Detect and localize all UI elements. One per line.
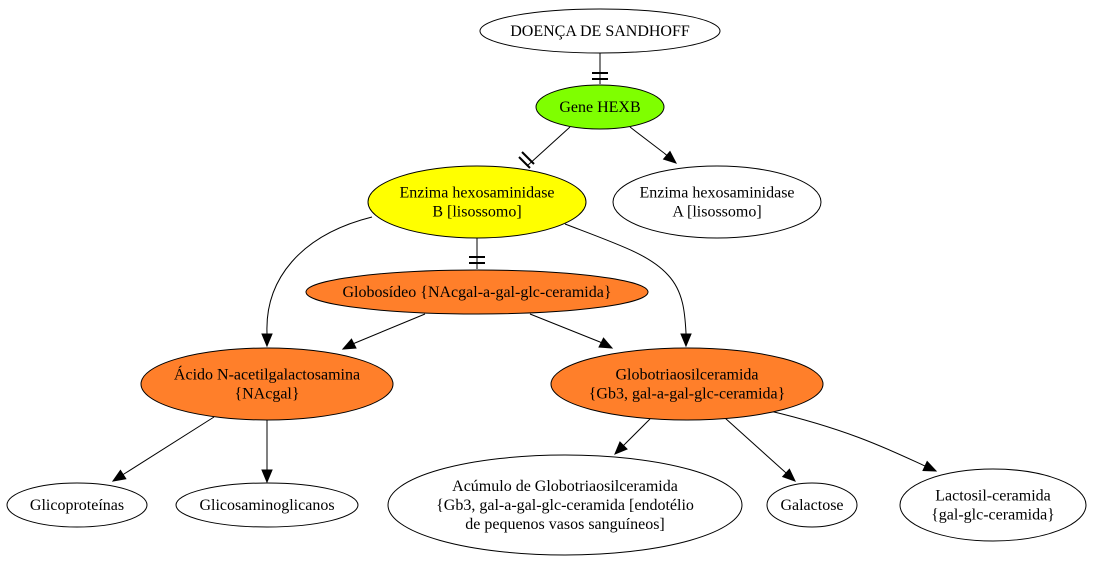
- node-lactosil: Lactosil-ceramida {gal-glc-ceramida}: [899, 468, 1087, 542]
- node-ellipse: [387, 454, 743, 556]
- node-ellipse: [305, 269, 649, 315]
- edge-line: [629, 126, 665, 154]
- edge-hexb-to-hexA: [629, 126, 677, 164]
- node-label: Gene HEXB: [559, 99, 640, 116]
- arrowhead: [680, 333, 692, 348]
- node-label: Enzima hexosaminidase: [399, 185, 554, 202]
- arrowhead: [111, 469, 127, 482]
- node-label: {Gb3, gal-a-gal-glc-ceramida}: [589, 386, 786, 403]
- node-label: de pequenos vasos sanguíneos]: [465, 516, 665, 533]
- edge-line: [526, 126, 571, 167]
- node-label: A [lisossomo]: [672, 204, 761, 221]
- edge-nacgal-to-glicosaminoglicanos: [261, 420, 273, 484]
- node-label: Ácido N-acetilgalactosamina: [174, 365, 360, 384]
- node-glicosaminoglicanos: Glicosaminoglicanos: [175, 482, 359, 528]
- node-label: Glicoproteínas: [30, 497, 124, 514]
- node-ellipse: [140, 347, 394, 421]
- arrowhead: [261, 333, 273, 348]
- node-glicoproteinas: Glicoproteínas: [6, 482, 148, 528]
- node-hexB: Enzima hexosaminidase B [lisossomo]: [367, 165, 587, 239]
- edge-hexB-to-gb3: [564, 223, 692, 348]
- node-ellipse: [479, 8, 721, 54]
- node-label: Enzima hexosaminidase: [639, 185, 794, 202]
- node-label: Acúmulo de Globotriaosilceramida: [452, 478, 678, 495]
- node-nacgal: Ácido N-acetilgalactosamina {NAcgal}: [140, 347, 394, 421]
- edge-line: [769, 410, 926, 467]
- node-label: {gal-glc-ceramida}: [931, 507, 1055, 524]
- node-gb3: Globotriaosilceramida {Gb3, gal-a-gal-glc…: [550, 347, 824, 421]
- edge-globosideo-to-gb3: [529, 313, 614, 349]
- node-label: Lactosil-ceramida: [935, 488, 1051, 505]
- edge-line: [564, 223, 687, 334]
- node-label: DOENÇA DE SANDHOFF: [510, 23, 690, 40]
- nodes-layer: DOENÇA DE SANDHOFF Gene HEXB Enzima hexosa…: [6, 8, 1087, 556]
- node-ellipse: [367, 165, 587, 239]
- edge-globosideo-to-nacgal: [341, 313, 426, 350]
- node-ellipse: [6, 482, 148, 528]
- node-globosideo: Globosídeo {NAcgal-a-gal-glc-ceramida}: [305, 269, 649, 315]
- edge-line: [624, 418, 651, 445]
- edge-hexB-to-nacgal: [261, 216, 373, 348]
- node-label: Galactose: [780, 497, 843, 514]
- edge-line: [123, 416, 215, 475]
- arrowhead: [662, 150, 677, 164]
- arrowhead: [261, 469, 273, 484]
- tee-bar: [518, 156, 531, 169]
- arrowhead: [341, 338, 357, 350]
- node-label: Glicosaminoglicanos: [199, 497, 334, 514]
- node-hexA: Enzima hexosaminidase A [lisossomo]: [612, 165, 822, 239]
- node-hexb: Gene HEXB: [535, 84, 665, 130]
- edge-line: [354, 313, 426, 344]
- node-label: {Gb3, gal-a-gal-glc-ceramida [endotélio: [436, 497, 694, 514]
- node-ellipse: [612, 165, 822, 239]
- node-ellipse: [175, 482, 359, 528]
- edge-line-end: [663, 152, 668, 156]
- arrowhead: [922, 460, 938, 472]
- edge-line: [529, 313, 601, 343]
- node-ellipse: [535, 84, 665, 130]
- node-ellipse: [766, 482, 858, 528]
- edge-gb3-to-galactose: [724, 417, 796, 482]
- tee-bar: [521, 151, 535, 165]
- edge-hexB-to-globosideo: [469, 238, 485, 269]
- edge-sandhoff-to-hexb: [592, 53, 608, 84]
- edge-line: [266, 216, 373, 334]
- edge-line: [724, 417, 786, 473]
- edges-layer: [111, 53, 938, 484]
- edge-nacgal-to-glicoproteinas: [111, 416, 215, 482]
- node-sandhoff: DOENÇA DE SANDHOFF: [479, 8, 721, 54]
- arrowhead: [614, 441, 628, 455]
- arrowhead: [598, 337, 614, 349]
- node-label: B [lisossomo]: [432, 204, 521, 221]
- node-ellipse: [899, 468, 1087, 542]
- node-label: Globotriaosilceramida: [615, 367, 758, 384]
- node-ellipse: [550, 347, 824, 421]
- edge-gb3-to-lactosil: [769, 410, 938, 472]
- arrowhead: [781, 468, 796, 482]
- edge-gb3-to-acumulo: [614, 418, 651, 455]
- node-galactose: Galactose: [766, 482, 858, 528]
- node-acumulo: Acúmulo de Globotriaosilceramida {Gb3, ga…: [387, 454, 743, 556]
- node-label: {NAcgal}: [234, 386, 299, 403]
- edge-hexb-to-hexB: [518, 126, 571, 169]
- node-label: Globosídeo {NAcgal-a-gal-glc-ceramida}: [342, 284, 611, 301]
